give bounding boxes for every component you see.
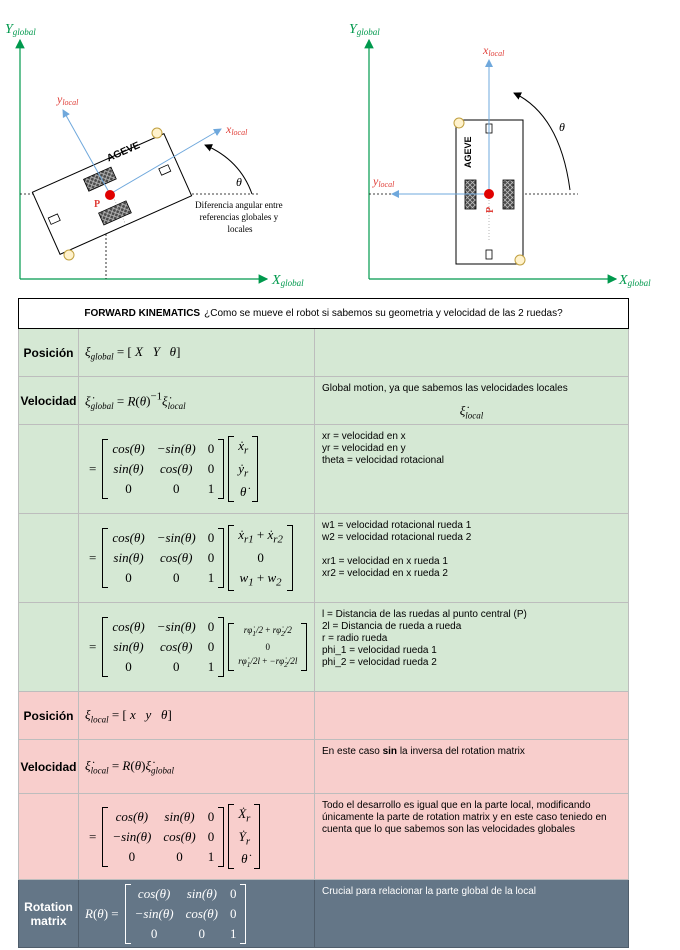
note-line: yr = velocidad en y	[322, 443, 406, 454]
right-point-label: P	[485, 207, 496, 213]
right-diagram: Yglobal Xglobal AGEVE xlocal ylocal P θ	[349, 22, 651, 288]
right-corner-marker	[514, 254, 526, 266]
right-center-point	[484, 189, 494, 199]
row-notes: l = Distancia de las ruedas al punto cen…	[315, 603, 629, 692]
left-theta-arc	[204, 144, 253, 195]
note-line: xr2 = velocidad en x rueda 2	[322, 568, 448, 579]
note-line: 2l = Distancia de rueda a rueda	[322, 621, 462, 632]
right-robot-logo: AGEVE	[463, 136, 473, 168]
note-line: Global motion, ya que sabemos las veloci…	[322, 383, 568, 394]
note-line: theta = velocidad rotacional	[322, 455, 445, 466]
row-label: Posición	[18, 692, 79, 740]
left-y-axis-label: Yglobal	[5, 22, 36, 37]
kinematics-diagrams: Yglobal Xglobal AGEVE xlocal ylocal P θ …	[5, 22, 651, 288]
left-y-local-arrow	[62, 109, 111, 195]
global-velocity-formula: ξ̇global = R(θ)−1ξ̇local	[79, 377, 315, 425]
note-line: xr1 = velocidad en x rueda 1	[322, 556, 448, 567]
left-diagram: Yglobal Xglobal AGEVE xlocal ylocal P θ …	[5, 22, 304, 288]
note-line: phi_1 = velocidad rueda 1	[322, 645, 437, 656]
row-label	[18, 425, 79, 514]
note-line: w1 = velocidad rotacional rueda 1	[322, 520, 472, 531]
row-notes: Global motion, ya que sabemos las veloci…	[315, 377, 629, 425]
note-line: En este caso sin la inversa del rotation…	[322, 746, 525, 757]
row-notes: w1 = velocidad rotacional rueda 1 w2 = v…	[315, 514, 629, 603]
note-line	[322, 544, 621, 556]
table-row: Posición ξlocal = [ x y θ]	[18, 692, 629, 740]
left-x-axis-label: Xglobal	[271, 273, 304, 288]
note-line: phi_2 = velocidad rueda 2	[322, 657, 437, 668]
header-question: ¿Como se mueve el robot si sabemos su ge…	[204, 308, 563, 319]
note-line: r = radio rueda	[322, 633, 388, 644]
table-row: Posición ξglobal = [ X Y θ]	[18, 329, 629, 377]
note-line: w2 = velocidad rotacional rueda 2	[322, 532, 472, 543]
table-row: Rotation matrix R(θ) = cos(θ)sin(θ)0−sin…	[18, 880, 629, 948]
right-corner-marker	[453, 117, 465, 129]
right-theta-arc	[513, 92, 571, 191]
row-label: Posición	[18, 329, 79, 377]
row-label: Velocidad	[18, 740, 79, 794]
row-notes	[315, 692, 629, 740]
left-x-local-label: xlocal	[225, 122, 248, 137]
local-velocity-symbol: ξ̇local	[459, 403, 484, 421]
note-line: l = Distancia de las ruedas al punto cen…	[322, 609, 527, 620]
note-line: Crucial para relacionar la parte global …	[322, 886, 537, 897]
left-corner-marker	[63, 249, 75, 261]
left-point-label: P	[94, 199, 100, 210]
left-theta-label: θ	[236, 175, 242, 189]
row-notes: Todo el desarrollo es igual que en la pa…	[315, 794, 629, 880]
note-line: Todo el desarrollo es igual que en la pa…	[322, 800, 591, 811]
row-notes: En este caso sin la inversa del rotation…	[315, 740, 629, 794]
right-x-axis-label: Xglobal	[618, 273, 651, 288]
global-position-formula: ξglobal = [ X Y θ]	[79, 329, 315, 377]
row-notes	[315, 329, 629, 377]
row-notes: Crucial para relacionar la parte global …	[315, 880, 629, 948]
local-velocity-formula: ξ̇local = R(θ)ξ̇global	[79, 740, 315, 794]
left-corner-marker	[151, 127, 163, 139]
note-line: únicamente la parte de rotation matrix y…	[322, 812, 607, 823]
note-line: cuenta que lo que sabemos son las veloci…	[322, 824, 575, 835]
row-label	[18, 794, 79, 880]
note-line: xr = velocidad en x	[322, 431, 406, 442]
table-row: Velocidad ξ̇global = R(θ)−1ξ̇local Globa…	[18, 377, 629, 425]
row-notes: xr = velocidad en x yr = velocidad en y …	[315, 425, 629, 514]
row-label	[18, 603, 79, 692]
table-header: FORWARD KINEMATICS ¿Como se mueve el rob…	[18, 298, 629, 329]
row-label	[18, 514, 79, 603]
left-x-local-arrow	[109, 128, 222, 195]
local-position-formula: ξlocal = [ x y θ]	[79, 692, 315, 740]
left-y-local-label: ylocal	[56, 92, 79, 107]
right-y-local-label: ylocal	[372, 174, 395, 189]
header-title: FORWARD KINEMATICS	[84, 308, 201, 319]
left-annotation: Diferencia angular entre referencias glo…	[195, 200, 285, 234]
table-row: Velocidad ξ̇local = R(θ)ξ̇global En este…	[18, 740, 629, 794]
right-theta-label: θ	[559, 120, 565, 134]
right-y-axis-label: Yglobal	[349, 22, 380, 37]
left-center-point	[105, 190, 115, 200]
row-label: Velocidad	[18, 377, 79, 425]
row-label: Rotation matrix	[18, 880, 79, 948]
right-x-local-label: xlocal	[482, 43, 505, 58]
